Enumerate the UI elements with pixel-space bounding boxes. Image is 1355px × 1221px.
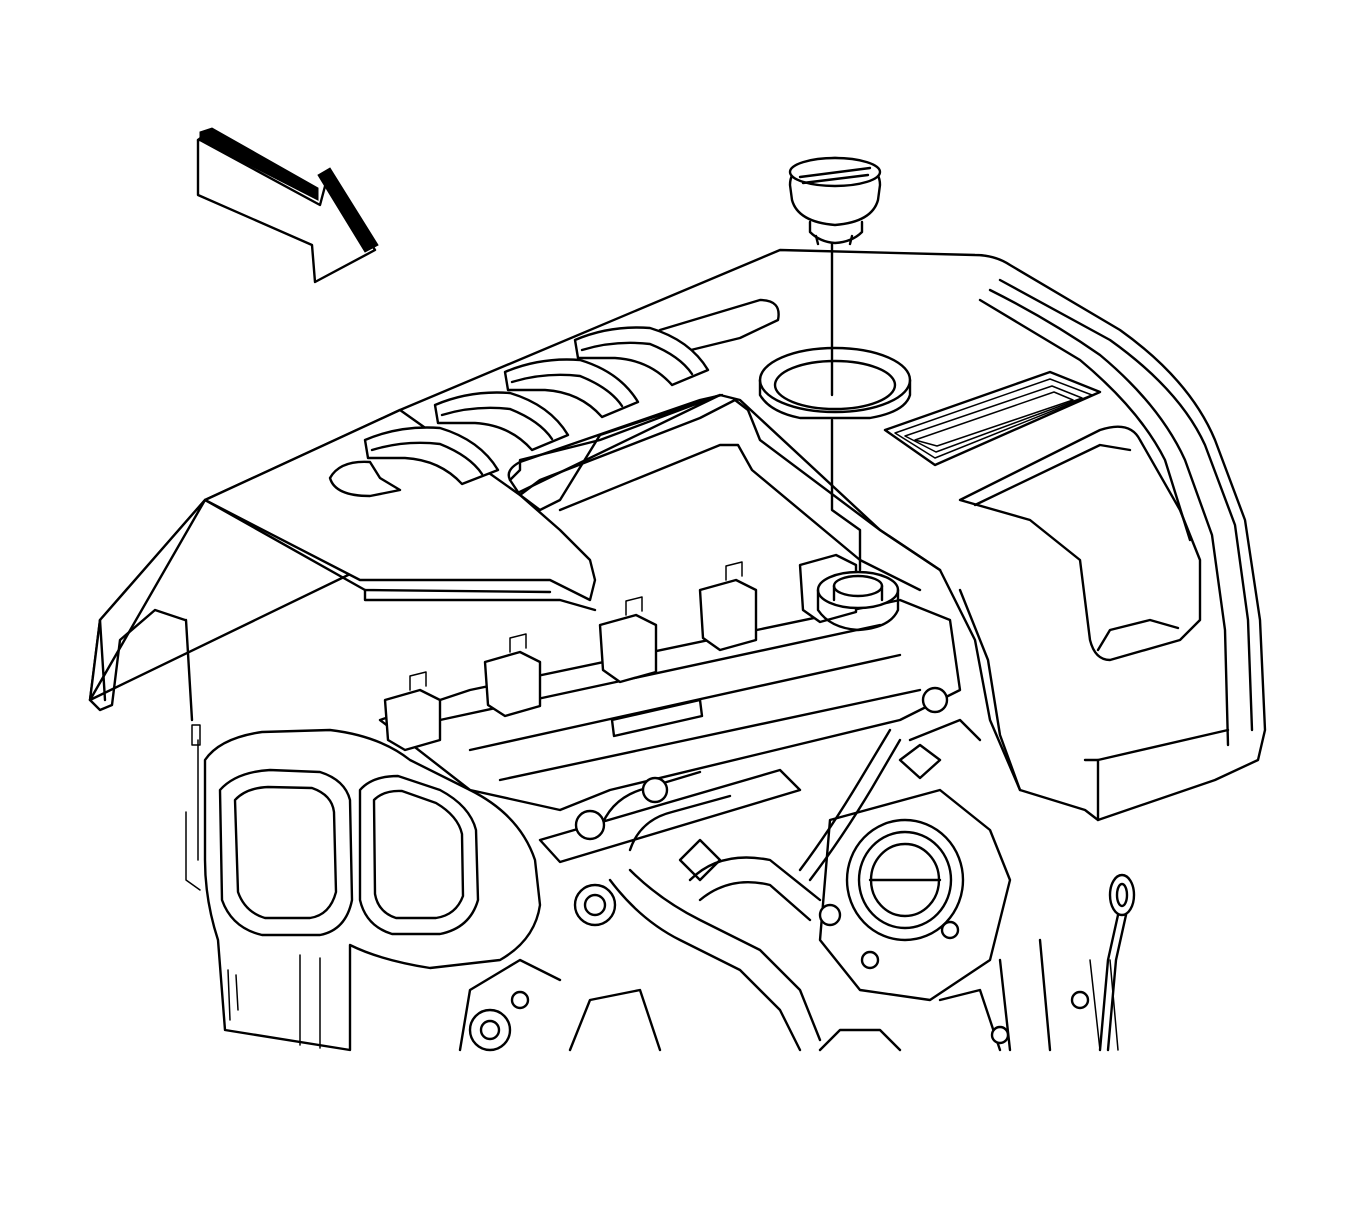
cover-nameplate (883, 370, 1102, 467)
oil-level-dipstick (1098, 873, 1136, 1052)
engine-cover (88, 248, 1267, 822)
throttle-body (818, 788, 1012, 1002)
vacuum-lines (798, 686, 982, 882)
cover-locator-line (184, 618, 194, 722)
view-direction-arrow (196, 127, 379, 284)
fuel-rail (538, 768, 802, 882)
oil-fill-cap (788, 156, 882, 487)
oil-fill-tube-seal (816, 570, 900, 632)
valve-cover (378, 598, 962, 812)
cover-side-pad (958, 425, 1202, 662)
engine-assembly (185, 553, 1136, 1052)
air-intake-housing (185, 724, 542, 1052)
cover-ribs (328, 326, 710, 498)
oil-fill-opening (758, 346, 912, 420)
coolant-hoses (573, 856, 822, 1052)
engine-block-lower (458, 938, 1119, 1052)
